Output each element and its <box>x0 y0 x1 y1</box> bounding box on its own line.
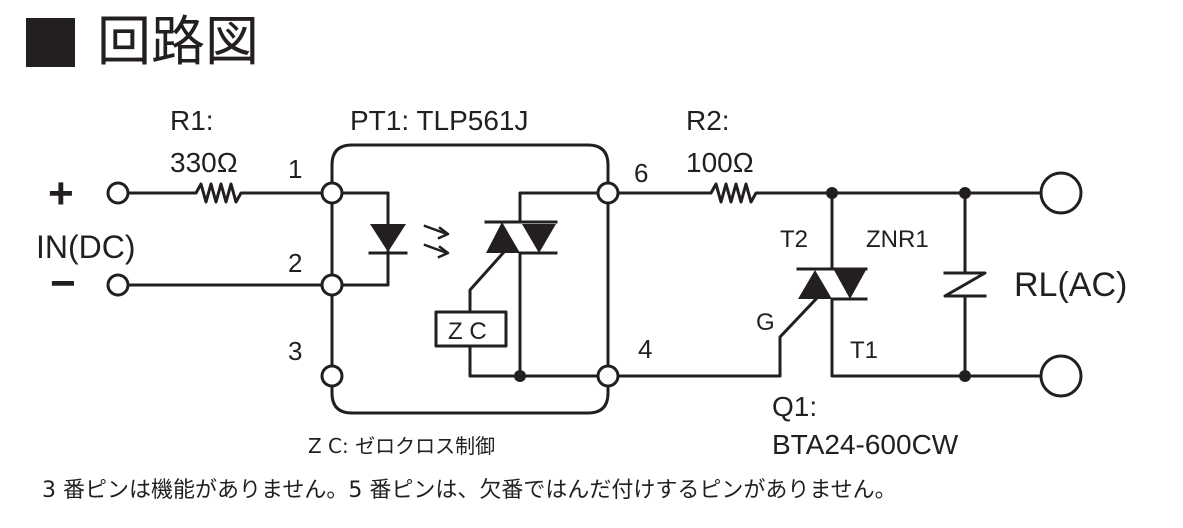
led-wires <box>340 191 390 287</box>
plus-sign: + <box>48 169 74 218</box>
q1-bars <box>796 267 868 301</box>
zc-box-label: Z C <box>448 318 487 345</box>
r2-value: 100Ω <box>686 147 754 178</box>
pin-note: 3 番ピンは機能がありません。5 番ピンは、欠番ではんだ付けするピンがありません… <box>42 478 897 503</box>
pin-4 <box>596 364 620 388</box>
triac-q1: T2 G T1 Q1: BTA24-600CW <box>616 191 1043 460</box>
triac-top-wire <box>518 191 600 224</box>
varistor-znr1: ZNR1 <box>866 191 987 378</box>
pin-2-label: 2 <box>288 248 302 278</box>
q1-up-triangle-icon <box>798 270 832 299</box>
light-arrow-icon <box>423 243 450 259</box>
r1-name: R1: <box>170 105 214 136</box>
junction-dot <box>826 187 838 199</box>
r1-value: 330Ω <box>170 147 238 178</box>
r2-zigzag <box>616 182 1043 204</box>
znr1-symbol-icon <box>943 271 987 298</box>
triac-up-triangle-icon <box>486 222 520 253</box>
led-triangle-icon <box>370 224 406 252</box>
pt1-label: PT1: TLP561J <box>350 105 528 136</box>
zc-bottom-wire <box>468 344 522 378</box>
gate-wire <box>468 249 507 314</box>
junction-dot <box>959 370 971 382</box>
input-minus-terminal <box>106 273 130 297</box>
minus-sign: − <box>50 259 76 308</box>
junction-dot <box>514 370 526 382</box>
input-terminals: + − IN(DC) <box>36 169 136 308</box>
output-terminal-top <box>1039 171 1083 215</box>
black-square-icon <box>26 17 75 67</box>
q1-t1-wire <box>830 297 1043 378</box>
pin-1-label: 1 <box>288 154 302 184</box>
q1-name: Q1: <box>772 391 817 422</box>
output-terminal-bottom <box>1039 354 1083 398</box>
input-label: IN(DC) <box>36 229 136 265</box>
input-plus-terminal <box>106 181 130 205</box>
znr1-label: ZNR1 <box>866 226 929 253</box>
r2-name: R2: <box>686 105 730 136</box>
pt1-box-sides <box>330 201 610 415</box>
pin-1 <box>320 181 344 205</box>
pin-2 <box>320 273 344 297</box>
output-label: RL(AC) <box>1014 266 1127 304</box>
q1-t2-label: T2 <box>780 226 808 253</box>
section-title: 回路図 <box>26 12 259 72</box>
light-arrow-icon <box>423 224 450 240</box>
q1-g-label: G <box>756 309 775 336</box>
resistor-r1: R1: 330Ω <box>126 105 324 204</box>
triac-down-triangle-icon <box>522 224 556 253</box>
title-text: 回路図 <box>97 10 259 73</box>
triac-bottom-wire <box>518 251 600 378</box>
triac-bars <box>484 220 558 255</box>
pin-6 <box>596 181 620 205</box>
pt1-box-top <box>330 143 610 185</box>
photo-triac-pt1: PT1: TLP561J 1 2 3 6 4 Z C <box>288 105 652 415</box>
q1-part-number: BTA24-600CW <box>772 429 959 460</box>
q1-down-triangle-icon <box>834 270 866 299</box>
pin-3-label: 3 <box>288 336 302 366</box>
r1-zigzag <box>126 182 324 204</box>
pin-3 <box>320 364 344 388</box>
pin-6-label: 6 <box>634 158 648 188</box>
output-terminals: RL(AC) <box>1014 171 1127 398</box>
resistor-r2: R2: 100Ω <box>616 105 1043 204</box>
zc-note: Z C: ゼロクロス制御 <box>308 434 496 458</box>
q1-t1-label: T1 <box>850 337 878 364</box>
pin-4-label: 4 <box>638 334 652 364</box>
junction-dot <box>959 187 971 199</box>
q1-gate-wire <box>616 296 819 378</box>
